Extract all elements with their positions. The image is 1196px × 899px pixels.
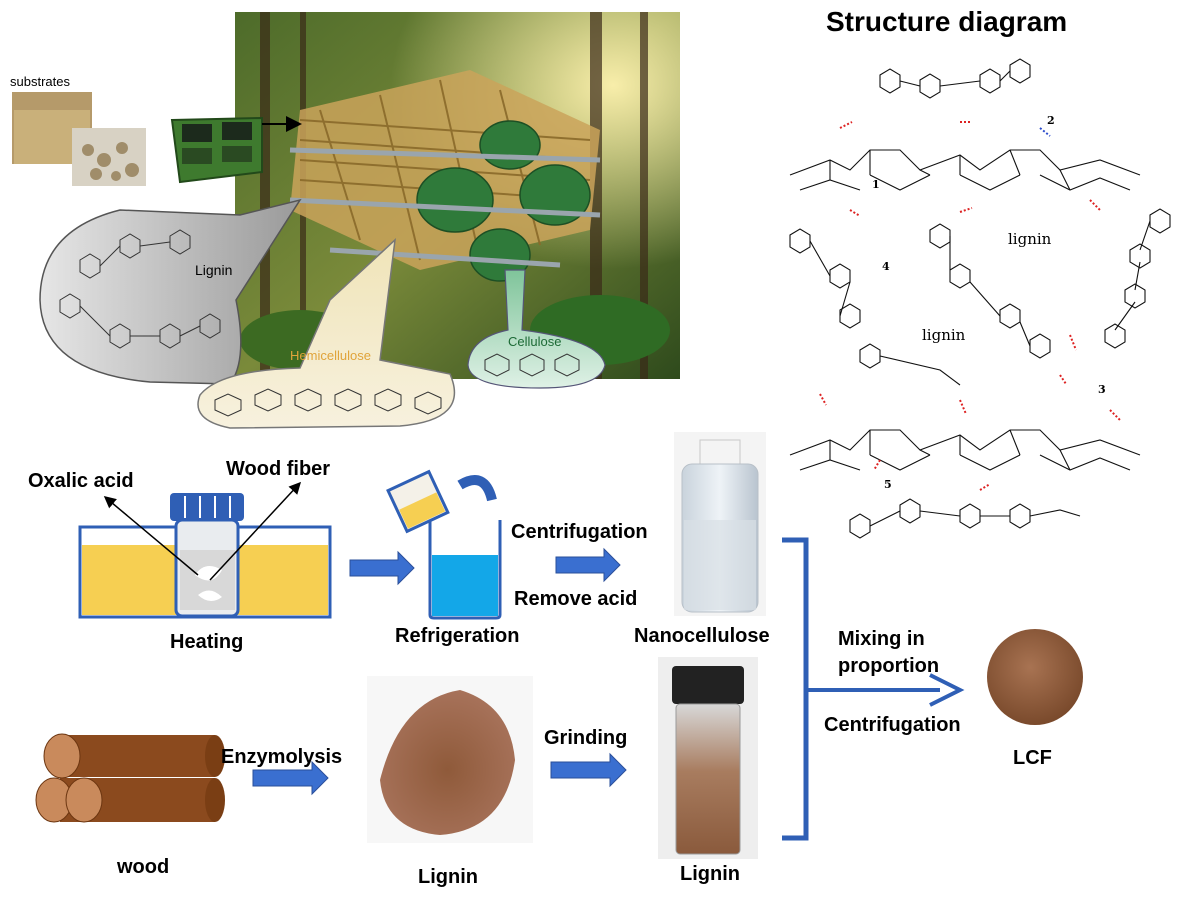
arrow-centrifugation [555,547,621,583]
acid-beaker [78,493,332,619]
lignin-bottle-label: Lignin [680,863,740,885]
remove-acid-label: Remove acid [514,588,638,610]
nanocellulose-bottle [674,432,766,616]
bond-number-5: 5 [884,478,892,491]
blue-bond [1039,127,1051,137]
lignin-powder-label: Lignin [418,866,478,888]
structure-lignin-label-2: lignin [922,326,966,344]
wood-fiber-label: Wood fiber [226,458,331,480]
structure-lignin-label-1: lignin [1008,230,1052,248]
arrow-enzymolysis [252,760,329,796]
bond-number-2: 2 [1047,114,1055,127]
structure-diagram [789,58,1171,539]
bond-number-1: 1 [872,178,880,191]
fiber-structure [289,70,601,282]
bond-number-4: 4 [882,260,890,273]
centrifugation-label-1: Centrifugation [511,521,648,543]
arrow-grinding [550,752,627,788]
grinding-label: Grinding [544,727,628,749]
oxalic-acid-label: Oxalic acid [28,470,134,492]
hemicellulose-bubble [197,238,456,429]
lignin-bottle [658,657,758,859]
lignin-bubble-label: Lignin [195,262,233,278]
merge-bracket [782,537,809,841]
lignin-bubble [39,198,302,385]
centrifugation-label-2: Centrifugation [824,714,961,736]
merge-arrow-head [929,673,965,707]
arrow-heating [349,550,415,586]
bond-number-3: 3 [1098,383,1106,396]
cellulose-label: Cellulose [508,334,562,349]
mixing-label: Mixing in proportion [838,628,940,677]
tray-icon [170,116,263,184]
enzymolysis-label: Enzymolysis [221,746,343,768]
substrates-label: substrates [10,74,70,89]
wood-label: wood [117,856,170,878]
refrigeration-label: Refrigeration [395,625,520,647]
hydrogen-bonds [819,121,1121,491]
structure-title: Structure diagram [826,6,1068,37]
nanocellulose-label: Nanocellulose [634,625,770,647]
lignin-powder [367,676,533,843]
process-arrows [252,547,627,796]
refrigeration-beaker [386,469,502,620]
wood-logs [35,733,225,823]
cellulose-bubble [467,269,606,389]
hemicellulose-label: Hemicellulose [290,348,371,363]
lcf-label: LCF [1013,747,1052,769]
heating-label: Heating [170,631,244,653]
lcf-disk [987,629,1083,725]
substrates-photo [12,92,146,186]
